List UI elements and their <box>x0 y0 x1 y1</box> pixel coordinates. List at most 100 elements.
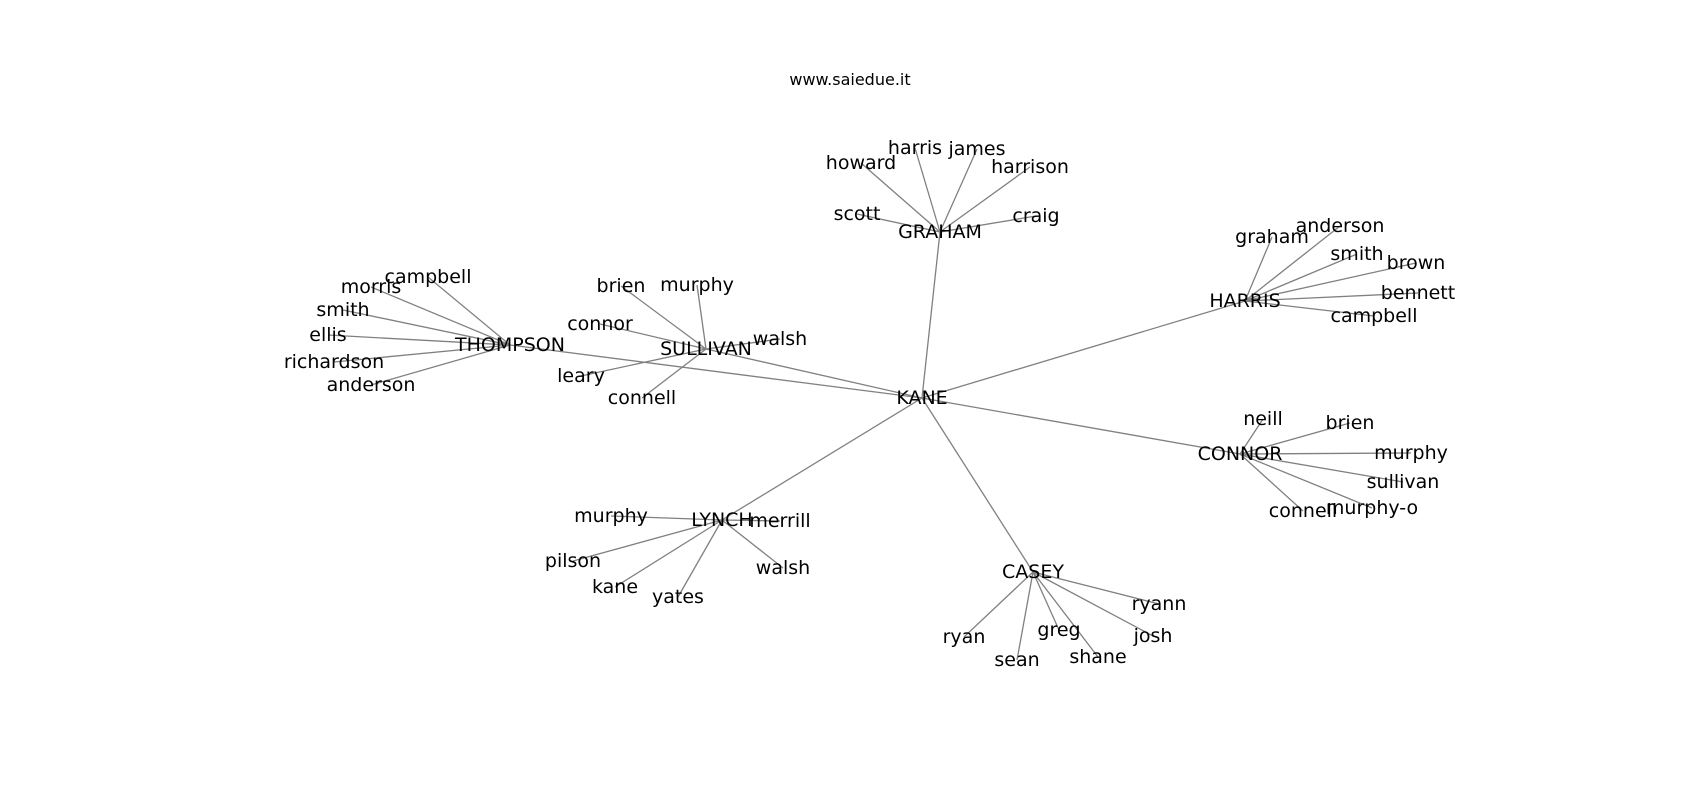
leaf-graham-harrison-label: harrison <box>991 156 1069 178</box>
leaf-graham-james-label: james <box>947 138 1005 160</box>
node-thompson-label: THOMPSON <box>454 334 565 356</box>
edge-connor-neill <box>1239 418 1264 455</box>
edge-sullivan-connell <box>641 348 707 399</box>
edge-thompson-campbell <box>427 276 511 346</box>
edge-connor-connell <box>1239 453 1304 512</box>
leaf-lynch-murphy-label: murphy <box>574 505 648 527</box>
leaf-lynch-merrill-label: merrill <box>749 510 810 532</box>
leaf-connor-sullivan-label: sullivan <box>1367 471 1440 493</box>
edge-sullivan-brien <box>620 285 707 350</box>
leaf-connor-murphy-o-label: murphy-o <box>1326 497 1418 519</box>
leaf-casey-greg-label: greg <box>1037 619 1080 641</box>
edge-lynch-pilson <box>572 519 723 562</box>
leaf-casey-sean-label: sean <box>994 649 1039 671</box>
edge-root-harris <box>921 300 1246 399</box>
leaf-thompson-ellis-label: ellis <box>309 324 346 346</box>
leaf-graham-howard-label: howard <box>826 152 896 174</box>
edge-casey-josh <box>1032 571 1154 637</box>
leaf-graham-scott-label: scott <box>834 203 881 225</box>
leaf-casey-shane-label: shane <box>1069 646 1126 668</box>
node-root-label: KANE <box>896 387 947 409</box>
edge-thompson-ellis <box>327 334 511 346</box>
node-sullivan-label: SULLIVAN <box>660 338 752 360</box>
leaf-connor-murphy-label: murphy <box>1374 442 1448 464</box>
edge-connor-murphy-o <box>1239 453 1373 509</box>
leaf-harris-bennett-label: bennett <box>1381 282 1455 304</box>
node-lynch-label: LYNCH <box>691 509 752 531</box>
edge-casey-greg <box>1032 571 1060 631</box>
leaf-graham-craig-label: craig <box>1012 205 1059 227</box>
leaf-lynch-yates-label: yates <box>652 586 704 608</box>
edge-root-thompson <box>509 344 923 399</box>
site-url: www.saiedue.it <box>789 70 911 89</box>
edge-root-connor <box>921 397 1241 455</box>
edge-harris-anderson <box>1244 225 1341 302</box>
edge-root-sullivan <box>705 348 923 399</box>
leaf-harris-campbell-label: campbell <box>1331 305 1418 327</box>
edge-lynch-kane <box>614 519 723 588</box>
leaf-thompson-smith-label: smith <box>316 299 369 321</box>
edge-thompson-smith <box>342 309 511 346</box>
leaf-harris-graham-label: graham <box>1235 226 1309 248</box>
edge-root-graham <box>921 231 941 399</box>
edge-graham-scott <box>856 213 941 233</box>
edge-thompson-anderson <box>370 344 511 386</box>
leaf-casey-ryan-label: ryan <box>943 626 986 648</box>
leaf-sullivan-walsh-label: walsh <box>753 328 807 350</box>
edge-graham-james <box>939 148 978 233</box>
edge-connor-brien <box>1239 422 1351 455</box>
leaf-harris-smith-label: smith <box>1330 243 1383 265</box>
leaf-thompson-campbell-label: campbell <box>385 266 472 288</box>
edge-casey-ryann <box>1032 571 1160 605</box>
leaf-sullivan-leary-label: leary <box>557 365 605 387</box>
edge-sullivan-murphy <box>696 284 707 350</box>
edge-lynch-yates <box>677 519 723 598</box>
node-casey-label: CASEY <box>1002 561 1064 583</box>
leaf-graham-harris-label: harris <box>888 137 942 159</box>
edge-sullivan-connor <box>599 323 707 350</box>
leaf-lynch-walsh-label: walsh <box>756 557 810 579</box>
edge-graham-harris <box>914 147 941 233</box>
edge-lynch-murphy <box>610 515 723 521</box>
edge-root-casey <box>921 397 1034 573</box>
edge-harris-campbell <box>1244 300 1375 317</box>
leaf-thompson-anderson-label: anderson <box>327 374 416 396</box>
edge-harris-smith <box>1244 253 1358 302</box>
edge-graham-craig <box>939 215 1037 233</box>
edge-casey-shane <box>1032 571 1099 658</box>
leaf-sullivan-connor-label: connor <box>567 313 633 335</box>
edge-connor-murphy <box>1239 452 1412 455</box>
leaf-connor-connell-label: connell <box>1269 500 1337 522</box>
edge-graham-harrison <box>939 166 1031 233</box>
leaf-sullivan-murphy-label: murphy <box>660 274 734 296</box>
leaf-harris-brown-label: brown <box>1387 252 1446 274</box>
edge-harris-graham <box>1244 236 1273 302</box>
leaf-sullivan-connell-label: connell <box>608 387 676 409</box>
leaf-casey-josh-label: josh <box>1133 625 1173 647</box>
edge-sullivan-leary <box>580 348 707 377</box>
leaf-casey-ryann-label: ryann <box>1132 593 1187 615</box>
edge-thompson-morris <box>370 286 511 346</box>
leaf-lynch-kane-label: kane <box>592 576 638 598</box>
leaf-connor-brien-label: brien <box>1326 412 1375 434</box>
edge-casey-sean <box>1016 571 1034 661</box>
edge-root-lynch <box>721 397 923 521</box>
leaf-harris-anderson-label: anderson <box>1296 215 1385 237</box>
edge-thompson-richardson <box>333 344 511 363</box>
leaf-thompson-morris-label: morris <box>341 276 402 298</box>
edge-graham-howard <box>860 162 941 233</box>
edge-connor-sullivan <box>1239 453 1404 483</box>
node-connor-label: CONNOR <box>1198 443 1283 465</box>
node-harris-label: HARRIS <box>1209 290 1280 312</box>
leaf-thompson-richardson-label: richardson <box>284 351 384 373</box>
node-graham-label: GRAHAM <box>898 221 982 243</box>
edge-sullivan-walsh <box>705 338 781 350</box>
leaf-lynch-pilson-label: pilson <box>545 550 601 572</box>
edge-harris-bennett <box>1244 292 1419 302</box>
leaf-connor-neill-label: neill <box>1243 408 1283 430</box>
edge-lynch-walsh <box>721 519 784 569</box>
edge-casey-ryan <box>963 571 1034 638</box>
graph-edges <box>327 147 1419 661</box>
